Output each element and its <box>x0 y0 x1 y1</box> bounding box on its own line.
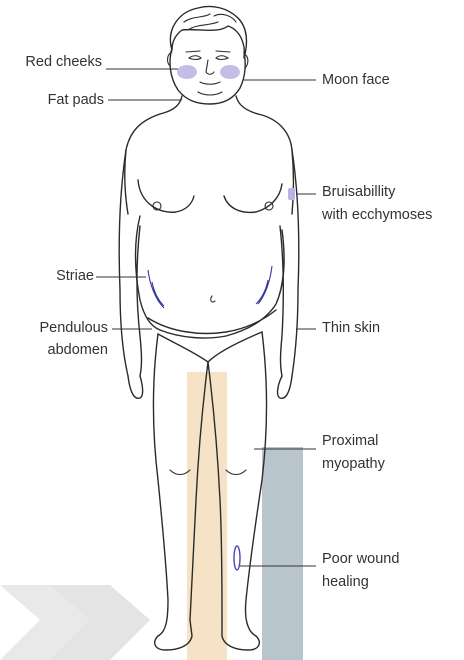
torso <box>125 96 294 362</box>
navel <box>211 296 215 302</box>
label-striae: Striae <box>56 268 94 284</box>
label-pendulous-line1: Pendulous <box>39 320 108 336</box>
groin-lines <box>158 332 262 362</box>
eyebrows <box>186 51 230 52</box>
label-fat-pads: Fat pads <box>48 92 104 108</box>
label-bruisability-line1: Bruisabillity <box>322 184 396 200</box>
shoulders-and-sides <box>125 114 294 214</box>
eyes <box>189 56 228 60</box>
right-breast <box>224 184 282 212</box>
hair-strands <box>184 14 236 30</box>
right-leg-highlight-band <box>262 447 303 660</box>
left-leg-outer <box>154 334 169 636</box>
hair <box>170 6 246 58</box>
label-thin-skin: Thin skin <box>322 320 380 336</box>
neck-right <box>236 96 258 114</box>
label-poor-wound-line1: Poor wound <box>322 551 399 567</box>
label-proximal-line2: myopathy <box>322 456 386 472</box>
label-proximal-line1: Proximal <box>322 433 378 449</box>
bruise-patch <box>288 188 295 200</box>
label-pendulous-line2: abdomen <box>48 342 108 358</box>
double-chin <box>198 92 222 95</box>
labels: Red cheeks Moon face Fat pads Bruisabill… <box>25 54 432 590</box>
label-bruisability-line2: with ecchymoses <box>321 207 432 223</box>
pendulous-abdomen-fold <box>148 310 276 333</box>
label-poor-wound-line2: healing <box>322 574 369 590</box>
left-cheek-blush <box>177 65 197 79</box>
label-red-cheeks: Red cheeks <box>25 54 102 70</box>
right-hand <box>278 376 292 398</box>
neck-fat-pad <box>160 96 182 114</box>
mouth <box>200 82 220 84</box>
left-hand <box>128 376 143 398</box>
striae-right <box>256 266 272 304</box>
left-breast <box>138 180 194 212</box>
head <box>168 6 248 104</box>
wound-mark <box>234 546 240 570</box>
striae-left <box>148 270 164 308</box>
label-moon-face: Moon face <box>322 72 390 88</box>
right-cheek-blush <box>220 65 240 79</box>
watermark-chevron-graphic <box>0 585 150 660</box>
right-arm <box>280 150 299 376</box>
nose <box>206 60 214 74</box>
